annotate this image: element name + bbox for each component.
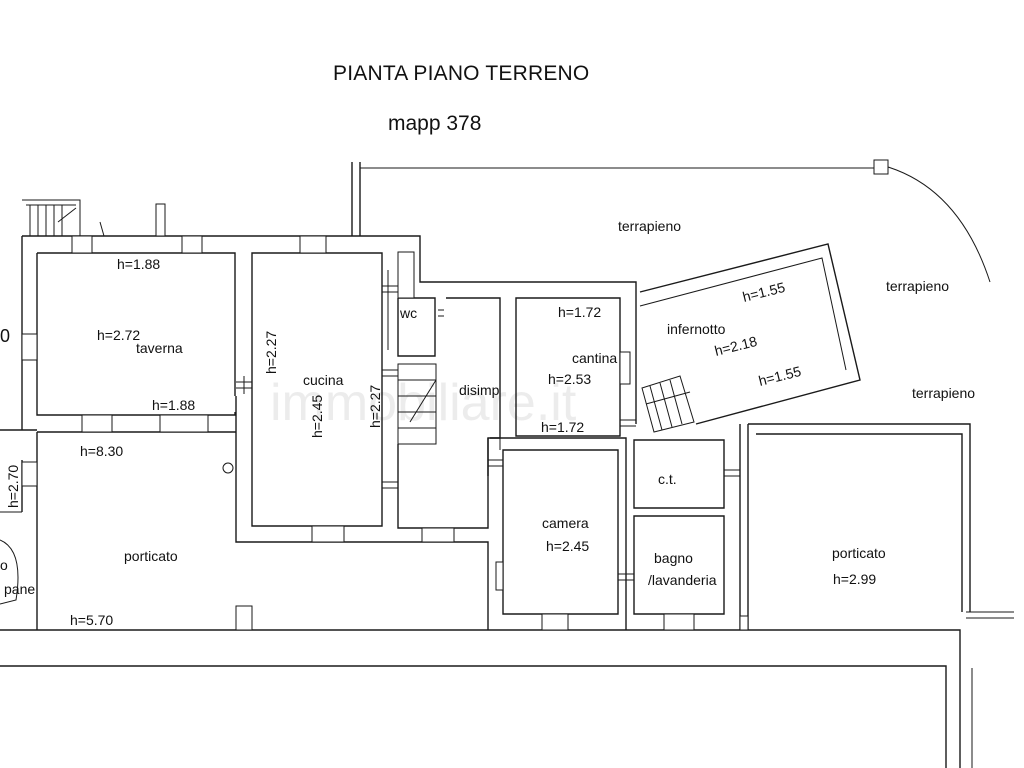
outer-wall-top <box>22 235 637 300</box>
window <box>71 235 93 254</box>
label-height: h=2.70 <box>5 465 21 508</box>
label-height: h=2.45 <box>309 395 325 438</box>
door-cucina <box>236 376 252 394</box>
label-height: h=1.88 <box>117 256 160 272</box>
label-fragment: pane <box>4 581 35 597</box>
label-height: h=1.55 <box>741 279 787 305</box>
walls <box>0 159 1014 768</box>
label-room-wc: wc <box>399 305 417 321</box>
label-terrapieno: terrapieno <box>886 278 949 294</box>
door-stairs <box>382 369 398 377</box>
corner-post <box>873 159 889 175</box>
label-height: h=2.72 <box>97 327 140 343</box>
label-terrapieno: terrapieno <box>912 385 975 401</box>
plan-title: PIANTA PIANO TERRENO <box>333 62 589 85</box>
window <box>421 527 455 543</box>
right-step <box>966 611 1014 619</box>
window <box>541 613 569 631</box>
base-line <box>0 629 961 768</box>
door-ct <box>724 469 740 477</box>
label-height: h=2.53 <box>548 371 591 387</box>
door-cantina <box>620 419 636 427</box>
disimp-lower-walls <box>397 438 489 529</box>
label-terrapieno: terrapieno <box>618 218 681 234</box>
window <box>495 561 504 591</box>
stairs-entry <box>22 199 81 236</box>
window <box>311 525 345 543</box>
label-height: h=2.45 <box>546 538 589 554</box>
window <box>21 461 38 487</box>
window <box>739 615 749 631</box>
base-line-lower <box>0 665 947 768</box>
room-cantina-walls <box>515 297 621 437</box>
watermark: immobiliare.it <box>270 374 577 432</box>
property-arc <box>887 166 991 283</box>
lower-middle-walls <box>235 396 489 630</box>
forno-outline <box>0 539 19 605</box>
window <box>159 414 209 433</box>
wc-chimney <box>397 251 415 299</box>
label-height: h=1.72 <box>558 304 601 320</box>
room-ct-walls <box>633 439 725 509</box>
label-room-cucina: cucina <box>303 372 344 388</box>
label-room-lavanderia: /lavanderia <box>648 572 717 588</box>
label-height: h=1.72 <box>541 419 584 435</box>
label-height: h=2.99 <box>833 571 876 587</box>
label-height: h=8.30 <box>80 443 123 459</box>
room-infernotto-inner <box>639 257 847 371</box>
cucina-partition <box>381 264 389 356</box>
room-labels: terrapieno terrapieno terrapieno h=1.88 … <box>0 218 975 628</box>
label-room-infernotto: infernotto <box>667 321 726 337</box>
window <box>619 351 631 385</box>
door-wc <box>382 285 398 293</box>
room-wc-walls <box>397 297 436 357</box>
drain-symbol <box>222 462 234 474</box>
pillar <box>235 605 253 631</box>
label-room-taverna: taverna <box>136 340 183 356</box>
label-room-porticato: porticato <box>832 545 886 561</box>
room-infernotto-walls <box>639 243 861 425</box>
window <box>81 414 113 433</box>
door-bagno <box>618 573 634 581</box>
label-height: h=1.55 <box>757 363 803 389</box>
plan-subtitle: mapp 378 <box>388 112 481 135</box>
label-room-ct: c.t. <box>658 471 677 487</box>
camera-outer-walls <box>490 437 627 630</box>
label-height: h=2.27 <box>263 331 279 374</box>
room-cucina-walls <box>251 252 383 527</box>
label-fragment: o <box>0 557 8 573</box>
label-room-porticato: porticato <box>124 548 178 564</box>
porticato-right-walls <box>748 423 971 612</box>
door-camera <box>488 459 503 467</box>
openings <box>21 235 749 631</box>
label-room-cantina: cantina <box>572 350 617 366</box>
label-fragment: 0 <box>0 326 10 346</box>
label-room-disimp: disimp <box>459 382 500 398</box>
stairs-infernotto <box>641 375 695 433</box>
room-bagno-walls <box>633 515 725 615</box>
window <box>21 333 38 361</box>
entry-post <box>155 203 166 237</box>
entry-tick <box>99 221 105 237</box>
label-room-camera: camera <box>542 515 589 531</box>
label-height: h=1.88 <box>152 397 195 413</box>
window <box>299 235 327 254</box>
door-cucina-lower <box>382 481 398 489</box>
door-disimp <box>438 309 444 317</box>
label-height: h=2.27 <box>367 385 383 428</box>
porticato-right-inner <box>756 433 963 612</box>
label-height: h=5.70 <box>70 612 113 628</box>
window <box>181 235 203 254</box>
stairs-cucina <box>397 363 437 445</box>
label-room-bagno: bagno <box>654 550 693 566</box>
window <box>663 613 695 631</box>
room-camera-walls <box>502 449 619 615</box>
